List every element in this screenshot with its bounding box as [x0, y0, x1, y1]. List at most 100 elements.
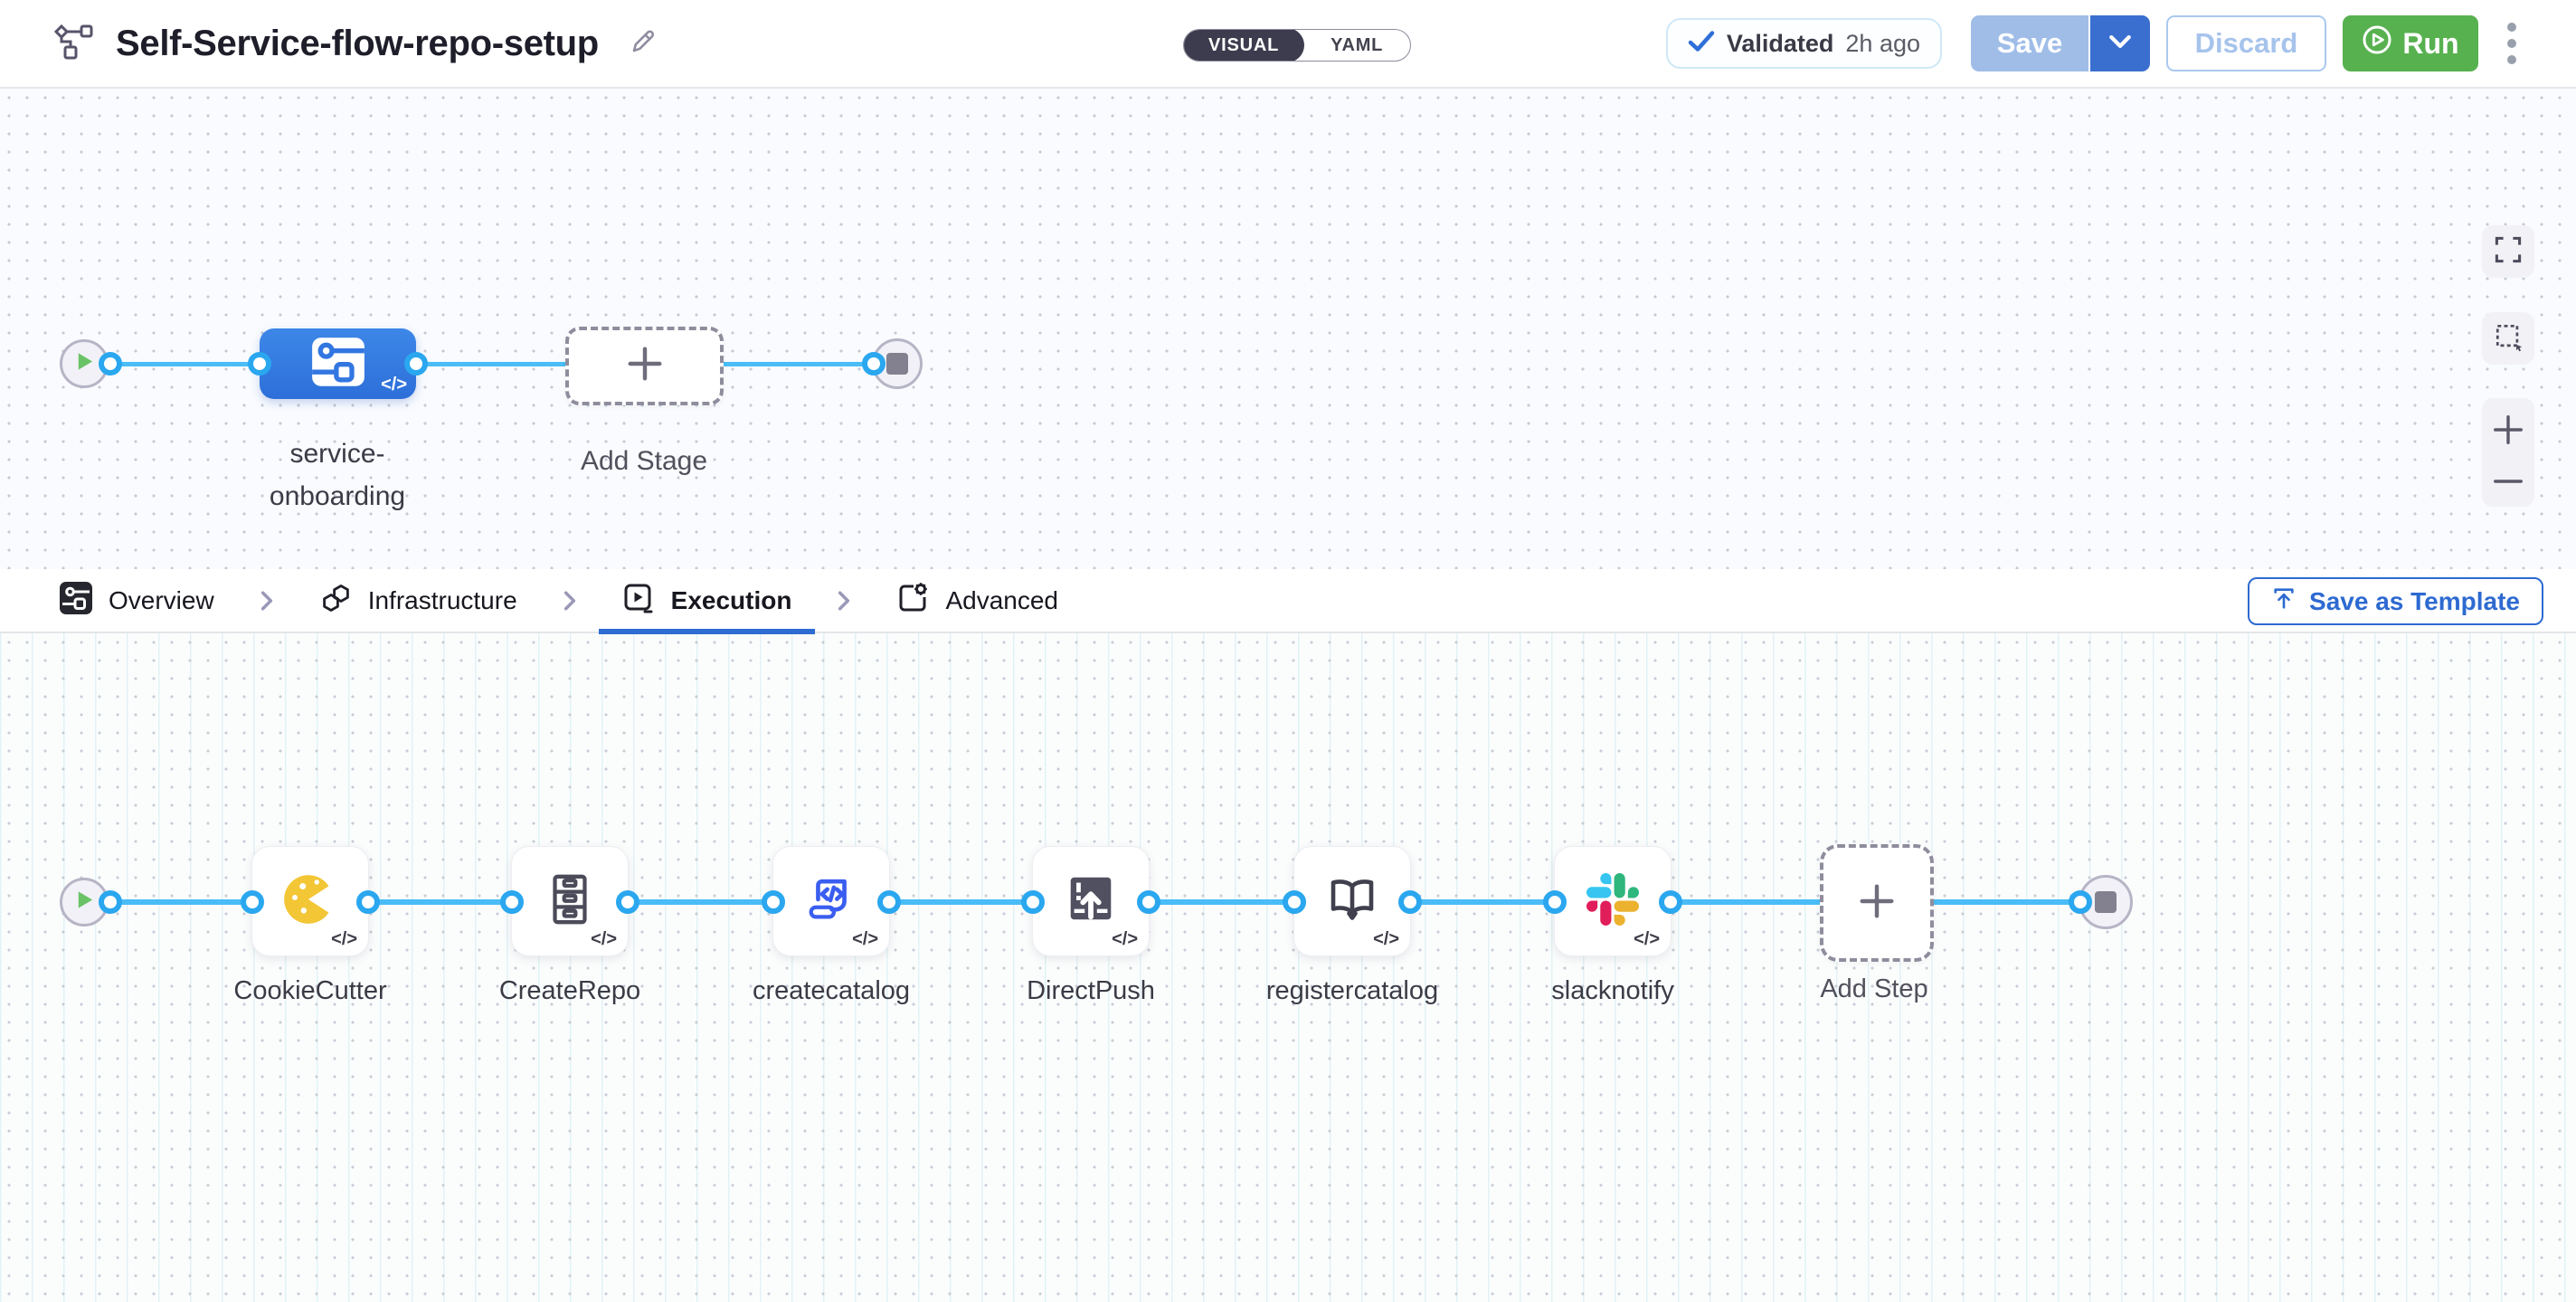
play-circle-icon	[2362, 24, 2392, 62]
step-code-badge: </>	[1112, 929, 1138, 949]
add-stage-button[interactable]	[565, 327, 724, 405]
connector-port[interactable]	[877, 890, 901, 914]
step-code-badge: </>	[591, 929, 617, 949]
run-button-label: Run	[2402, 26, 2459, 60]
connector-port[interactable]	[1021, 890, 1045, 914]
advanced-icon	[896, 582, 929, 619]
step-node-slacknotify[interactable]: </>	[1554, 846, 1672, 956]
step-node-registercatalog[interactable]: </>	[1293, 846, 1411, 956]
step-node-cookiecutter[interactable]: </>	[251, 846, 369, 956]
push-arrow-icon	[1063, 871, 1119, 932]
zoom-buttons	[2482, 398, 2534, 507]
edit-title-button[interactable]	[626, 25, 658, 62]
add-stage-label: Add Stage	[580, 446, 708, 476]
validated-time: 2h ago	[1845, 29, 1920, 57]
marquee-select-icon	[2492, 320, 2524, 357]
chevron-right-icon	[563, 590, 577, 612]
open-book-icon	[1323, 870, 1381, 933]
step-node-createcatalog[interactable]: </>	[772, 846, 890, 956]
execution-canvas[interactable]: </> </> </>	[0, 633, 2576, 1302]
execution-icon	[622, 582, 655, 619]
fullscreen-icon	[2492, 233, 2524, 271]
stop-icon	[886, 353, 908, 375]
play-icon	[74, 350, 95, 377]
run-button[interactable]: Run	[2343, 15, 2478, 71]
step-node-directpush[interactable]: </>	[1032, 846, 1150, 956]
title-group: Self-Service-flow-repo-setup	[52, 0, 658, 87]
tab-advanced-label: Advanced	[945, 585, 1059, 614]
connector-port[interactable]	[1283, 890, 1306, 914]
stage-node-service-onboarding[interactable]: </>	[260, 328, 416, 399]
stage-flow-icon	[310, 336, 366, 393]
add-step-button[interactable]	[1820, 844, 1934, 962]
connector-port[interactable]	[616, 890, 639, 914]
connector-port[interactable]	[99, 890, 122, 914]
discard-button[interactable]: Discard	[2166, 15, 2326, 71]
tab-infrastructure-label: Infrastructure	[367, 585, 517, 614]
play-icon	[74, 889, 95, 916]
step-label: createcatalog	[752, 976, 911, 1005]
check-icon	[1688, 30, 1715, 58]
overview-icon	[60, 582, 92, 619]
workflow-icon	[52, 24, 94, 64]
page-title: Self-Service-flow-repo-setup	[116, 23, 599, 63]
stage-connector-line	[109, 362, 876, 366]
stage-tabbar: Overview Infrastructure Execution	[0, 568, 2576, 634]
chevron-right-icon	[260, 590, 274, 612]
connector-port[interactable]	[241, 890, 264, 914]
save-options-button[interactable]	[2090, 15, 2150, 71]
code-laptop-icon	[803, 871, 859, 932]
plus-icon	[1856, 880, 1898, 927]
connector-port[interactable]	[1398, 890, 1422, 914]
zoom-out-icon[interactable]	[2491, 475, 2525, 492]
save-button[interactable]: Save	[1971, 15, 2090, 71]
connector-port[interactable]	[762, 890, 785, 914]
tab-overview[interactable]: Overview	[60, 568, 238, 632]
zoom-in-icon[interactable]	[2491, 413, 2525, 451]
stage-name-label: service- onboarding	[269, 439, 406, 511]
connector-port[interactable]	[1659, 890, 1682, 914]
validated-badge[interactable]: Validated 2h ago	[1665, 18, 1942, 69]
chevron-right-icon	[837, 590, 851, 612]
chevron-down-icon	[2109, 34, 2131, 52]
slack-icon	[1586, 872, 1639, 930]
marquee-select-button[interactable]	[2482, 312, 2534, 365]
active-tab-underline	[598, 629, 816, 634]
save-as-template-button[interactable]: Save as Template	[2248, 577, 2543, 625]
tab-advanced[interactable]: Advanced	[873, 568, 1082, 632]
step-code-badge: </>	[1634, 929, 1660, 949]
connector-port[interactable]	[500, 890, 524, 914]
save-as-template-label: Save as Template	[2309, 586, 2520, 615]
stop-icon	[2095, 891, 2117, 913]
connector-port[interactable]	[356, 890, 380, 914]
connector-port[interactable]	[2069, 890, 2092, 914]
stage-canvas[interactable]: </> service- onboarding Add Stage	[0, 89, 2576, 569]
tab-overview-label: Overview	[109, 585, 214, 614]
step-label: registercatalog	[1265, 976, 1439, 1005]
connector-port[interactable]	[248, 352, 271, 375]
fullscreen-button[interactable]	[2482, 225, 2534, 278]
header-actions: Validated 2h ago Save Discard Run	[1665, 0, 2525, 87]
connector-port[interactable]	[862, 352, 886, 375]
tab-execution[interactable]: Execution	[598, 568, 816, 634]
kebab-menu-icon[interactable]	[2498, 15, 2525, 71]
connector-port[interactable]	[1137, 890, 1160, 914]
connector-port[interactable]	[99, 352, 122, 375]
stage-code-badge: </>	[381, 375, 407, 394]
toggle-yaml[interactable]: YAML	[1331, 34, 1384, 55]
step-node-createrepo[interactable]: </>	[511, 846, 629, 956]
toggle-visual[interactable]: VISUAL	[1184, 30, 1305, 61]
add-step-label: Add Step	[1820, 974, 1928, 1003]
step-label: slacknotify	[1551, 976, 1674, 1005]
connector-port[interactable]	[1543, 890, 1567, 914]
pencil-icon	[626, 25, 658, 62]
step-label: CreateRepo	[498, 976, 641, 1005]
cookiecutter-icon	[280, 870, 340, 934]
connector-port[interactable]	[404, 352, 428, 375]
drawer-cabinet-icon	[542, 871, 598, 932]
tab-execution-label: Execution	[670, 585, 792, 614]
validated-label: Validated	[1726, 29, 1834, 57]
tab-infrastructure[interactable]: Infrastructure	[296, 568, 541, 632]
step-label: CookieCutter	[233, 976, 387, 1005]
